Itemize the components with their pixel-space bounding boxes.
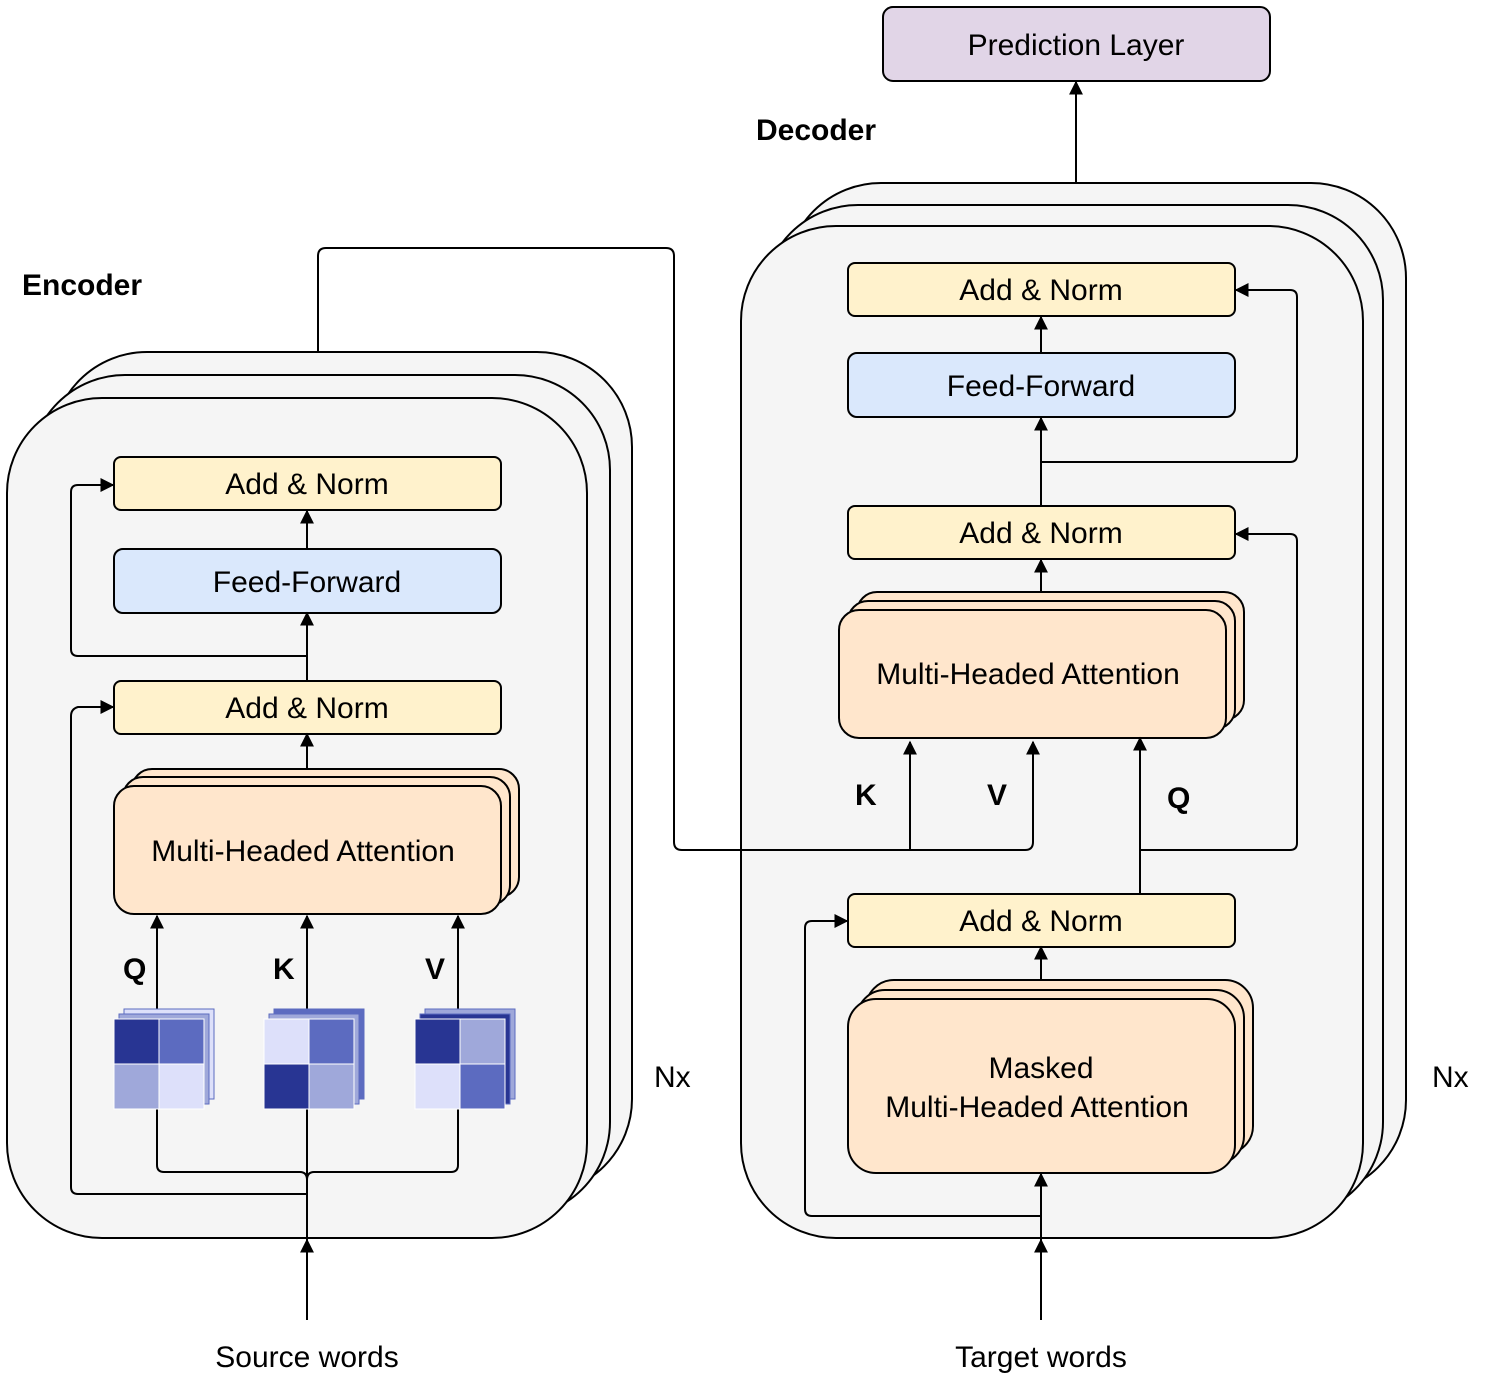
svg-text:Multi-Headed Attention: Multi-Headed Attention xyxy=(876,658,1180,691)
decoder-title: Decoder xyxy=(756,114,876,147)
encoder-multi-head-attention: Multi-Headed Attention xyxy=(113,768,520,915)
encoder-nx-label: Nx xyxy=(654,1061,691,1094)
encoder-title: Encoder xyxy=(22,269,142,302)
decoder-masked-attention: Masked Multi-Headed Attention xyxy=(847,979,1254,1174)
encoder-residual-top xyxy=(70,478,307,657)
encoder-residual-bottom xyxy=(70,700,307,1195)
svg-text:Feed-Forward: Feed-Forward xyxy=(213,566,401,599)
k-matrix-icon xyxy=(263,1008,365,1110)
encoder-v-label: V xyxy=(425,953,445,986)
decoder-residual-bottom xyxy=(804,914,1041,1217)
encoder-q-arrow xyxy=(150,914,308,1181)
decoder-nx-label: Nx xyxy=(1432,1061,1469,1094)
encoder-v-arrow xyxy=(306,914,465,1181)
encoder-q-label: Q xyxy=(123,953,146,986)
decoder-residual-top xyxy=(1041,283,1298,463)
svg-text:Masked: Masked xyxy=(988,1052,1093,1085)
decoder-add-norm-top: Add & Norm xyxy=(847,262,1236,317)
q-matrix-icon xyxy=(113,1008,215,1110)
decoder-add-norm-mid: Add & Norm xyxy=(847,505,1236,560)
svg-text:Multi-Headed Attention: Multi-Headed Attention xyxy=(885,1091,1189,1124)
decoder-k-label: K xyxy=(855,779,877,812)
target-words-label: Target words xyxy=(955,1341,1127,1374)
svg-text:Add & Norm: Add & Norm xyxy=(959,517,1122,550)
svg-text:Prediction Layer: Prediction Layer xyxy=(968,29,1185,62)
source-words-label: Source words xyxy=(215,1341,398,1374)
encoder-add-norm-top: Add & Norm xyxy=(113,456,502,511)
svg-text:Feed-Forward: Feed-Forward xyxy=(947,370,1135,403)
svg-text:Multi-Headed Attention: Multi-Headed Attention xyxy=(151,835,455,868)
decoder-residual-mid xyxy=(1140,527,1298,851)
svg-text:Add & Norm: Add & Norm xyxy=(959,905,1122,938)
encoder-feed-forward: Feed-Forward xyxy=(113,548,502,614)
decoder-multi-head-attention: Multi-Headed Attention xyxy=(838,591,1245,739)
encoder-k-label: K xyxy=(273,953,295,986)
prediction-layer: Prediction Layer xyxy=(882,6,1271,82)
svg-text:Add & Norm: Add & Norm xyxy=(225,468,388,501)
encoder-add-norm-bottom: Add & Norm xyxy=(113,680,502,735)
v-matrix-icon xyxy=(414,1008,516,1110)
svg-text:Add & Norm: Add & Norm xyxy=(959,274,1122,307)
decoder-v-line xyxy=(741,740,1040,851)
decoder-add-norm-bottom: Add & Norm xyxy=(847,893,1236,948)
svg-text:Add & Norm: Add & Norm xyxy=(225,692,388,725)
decoder-v-label: V xyxy=(987,779,1007,812)
decoder-feed-forward: Feed-Forward xyxy=(847,352,1236,418)
decoder-q-label: Q xyxy=(1167,782,1190,815)
